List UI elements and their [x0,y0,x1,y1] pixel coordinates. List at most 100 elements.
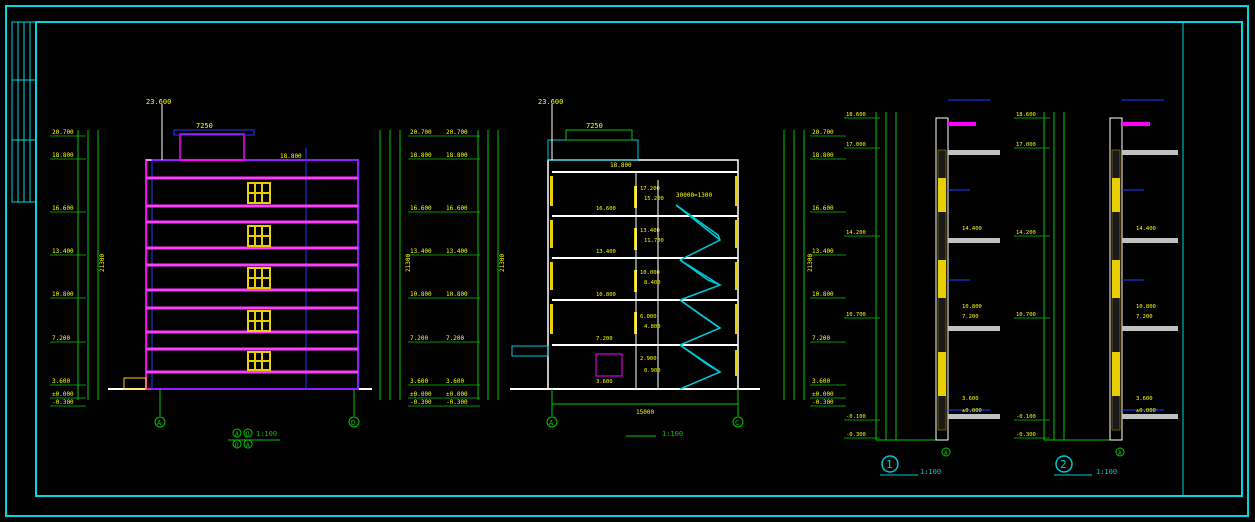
section-room-level: 16.600 [596,206,616,212]
svg-text:A: A [549,419,554,427]
detail-2-axis: A [1115,447,1125,457]
section-roof-label: 18.800 [610,162,632,169]
sheet-frame [5,5,1249,517]
section-levels-right: 20.70018.80016.60013.40010.8007.2003.600… [810,129,846,407]
section-room-level: 3.600 [596,379,613,385]
section-dimensions-right [783,130,805,400]
detail-level-label: 14.200 [1016,230,1036,236]
section-level-label: 10.800 [812,291,834,298]
detail-inner-level: 3.600 [962,396,979,402]
elevation-level-label: 18.800 [410,152,432,159]
detail-1-axis: A [941,447,951,457]
detail-inner-level: 10.800 [1136,304,1156,310]
detail-level-label: -0.100 [846,414,866,420]
elevation-axis-a: A [154,416,166,428]
detail-level-label: 10.700 [1016,312,1036,318]
section-level-label: 7.200 [812,335,830,342]
elevation-dimensions-right [379,130,401,400]
section-levels-left: 20.70018.80016.60013.40010.8007.2003.600… [444,129,480,407]
elevation-level-label: 10.800 [52,291,74,298]
elevation-level-label: 13.400 [410,248,432,255]
elevation-level-label: 20.700 [410,129,432,136]
svg-text:A: A [235,431,239,438]
detail-2-scale: 1:100 [1096,468,1117,476]
elevation-drawing [108,104,372,416]
section-level-label: 10.800 [446,291,468,298]
detail-level-label: 18.600 [846,112,866,118]
elevation-level-label: -0.300 [410,399,432,406]
detail-level-label: 17.000 [1016,142,1036,148]
detail-1-scale: 1:100 [920,468,941,476]
elevation-level-label: 13.400 [52,248,74,255]
elevation-scale: 1:100 [256,430,277,438]
elevation-title: A D D A 1:100 [228,428,280,449]
detail-inner-level: 10.800 [962,304,982,310]
section-room-level: 10.800 [596,292,616,298]
section-stair-level: 13.400 [640,228,660,234]
section-level-label: 13.400 [446,248,468,255]
svg-text:D: D [235,442,239,449]
svg-text:D: D [351,419,355,427]
section-level-label: 18.800 [446,152,468,159]
detail-level-label: 10.700 [846,312,866,318]
section-level-label: ±0.000 [446,391,468,398]
svg-text:A: A [246,442,250,449]
elevation-total-height-left: 21300 [99,254,106,272]
detail-level-label: 17.000 [846,142,866,148]
wall-detail-2: A 2 1:100 18.60017.00014.20010.700-0.100… [1014,99,1178,476]
elevation-level-label: 10.800 [410,291,432,298]
section-level-label: 7.200 [446,335,464,342]
section-level-label: 18.800 [812,152,834,159]
section-level-label: 20.700 [446,129,468,136]
elevation-level-label: 3.600 [52,378,70,385]
section-room-level: 7.200 [596,336,613,342]
section-width-label: 7250 [586,122,603,130]
detail-inner-level: 14.400 [962,226,982,232]
svg-text:A: A [1118,450,1122,457]
section-stair-level: 15.200 [644,196,664,202]
elevation-width-label: 7250 [196,122,213,130]
section-stair-levels: 17.20015.20013.40011.70010.0008.4006.000… [640,186,664,374]
detail-level-label: -0.300 [846,432,866,438]
detail-level-label: 18.600 [1016,112,1036,118]
section-top-level: 23.600 [538,98,563,106]
section-level-label: 13.400 [812,248,834,255]
section-total-height-left: 21300 [499,254,506,272]
elevation-level-label: 18.800 [52,152,74,159]
section-level-label: 20.700 [812,129,834,136]
elevation-level-label: 16.600 [410,205,432,212]
section-level-label: 16.600 [812,205,834,212]
section-level-label: 3.600 [446,378,464,385]
section-axis-a: A [546,416,558,428]
detail-inner-level: 7.200 [962,314,979,320]
section-level-label: ±0.000 [812,391,834,398]
svg-text:C: C [735,419,739,427]
section-room-levels: 16.600 13.400 10.800 7.200 3.600 [596,206,616,385]
elevation-level-label: 3.600 [410,378,428,385]
section-stair-level: 0.900 [644,368,661,374]
detail-inner-level: ±0.000 [1136,408,1156,414]
title-strip [11,21,37,203]
section-stair-label: 30000=1300 [676,192,713,199]
elevation-level-label: ±0.000 [410,391,432,398]
svg-text:D: D [246,431,250,438]
elevation-roof-label: 18.800 [280,153,302,160]
elevation-level-label: 16.600 [52,205,74,212]
elevation-level-label: 7.200 [52,335,70,342]
section-stair-level: 17.200 [640,186,660,192]
section-scale: 1:100 [662,430,683,438]
section-level-label: -0.300 [812,399,834,406]
section-stair-level: 2.900 [640,356,657,362]
detail-inner-level: 3.600 [1136,396,1153,402]
elevation-level-label: ±0.000 [52,391,74,398]
elevation-levels-right: 20.70018.80016.60013.40010.8007.2003.600… [408,129,444,407]
elevation-axis-d: D [348,416,360,428]
elevation-top-level: 23.600 [146,98,171,106]
section-room-level: 13.400 [596,249,616,255]
section-stair-level: 6.000 [640,314,657,320]
elevation-level-label: -0.300 [52,399,74,406]
wall-detail-1: A 1 1:100 18.60017.00014.20010.700-0.100… [844,99,1000,476]
